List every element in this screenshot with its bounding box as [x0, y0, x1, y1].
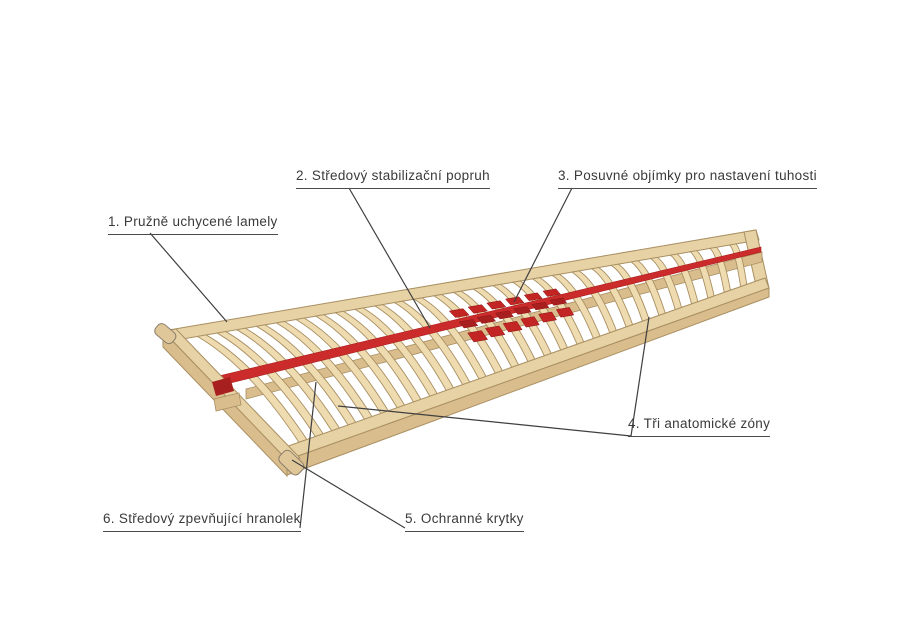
leader-line-4a	[337, 405, 632, 437]
leader-line-5	[291, 459, 406, 529]
slat-clamp	[467, 304, 488, 314]
slat-clamp	[448, 308, 470, 318]
leader-line-6	[299, 381, 317, 529]
slat-clamp	[523, 292, 543, 301]
slat-clamp	[502, 321, 523, 333]
slat-clamp	[458, 319, 479, 329]
protective-cap-back	[154, 323, 177, 345]
leader-lines	[149, 187, 650, 529]
center-bar-end	[213, 392, 242, 412]
slat-clamp	[486, 300, 507, 310]
slat-clamp	[467, 330, 489, 343]
callout-3-sliding-stiffness-clamps: 3. Posuvné objímky pro nastavení tuhosti	[558, 168, 817, 189]
slat-clamp	[520, 316, 540, 328]
callout-1-flexibly-mounted-slats: 1. Pružně uchycené lamely	[108, 214, 278, 235]
slat-clamp	[484, 325, 506, 338]
leader-line-3	[513, 187, 573, 303]
leader-line-4b	[630, 316, 650, 437]
slat-clamp	[476, 314, 497, 324]
leader-line-2	[348, 187, 431, 329]
callout-4-three-anatomic-zones: 4. Tři anatomické zóny	[628, 416, 771, 437]
slat-clamp	[542, 288, 561, 297]
protective-cap-front	[278, 449, 305, 476]
stiffness-clamps	[448, 288, 575, 343]
slat-clamp	[538, 311, 557, 323]
slat-clamp	[531, 301, 550, 311]
slat-clamp	[495, 310, 514, 320]
callout-2-central-stabilizing-strap: 2. Středový stabilizační popruh	[296, 168, 490, 189]
slat-clamp	[555, 307, 575, 318]
strap-end-wrap	[212, 377, 234, 396]
callout-5-protective-caps: 5. Ochranné krytky	[405, 511, 524, 532]
leader-line-1	[149, 232, 228, 323]
callout-6-central-reinforcing-bar: 6. Středový zpevňující hranolek	[103, 511, 301, 532]
slat-clamp	[513, 306, 532, 315]
slat-clamp	[549, 297, 568, 306]
